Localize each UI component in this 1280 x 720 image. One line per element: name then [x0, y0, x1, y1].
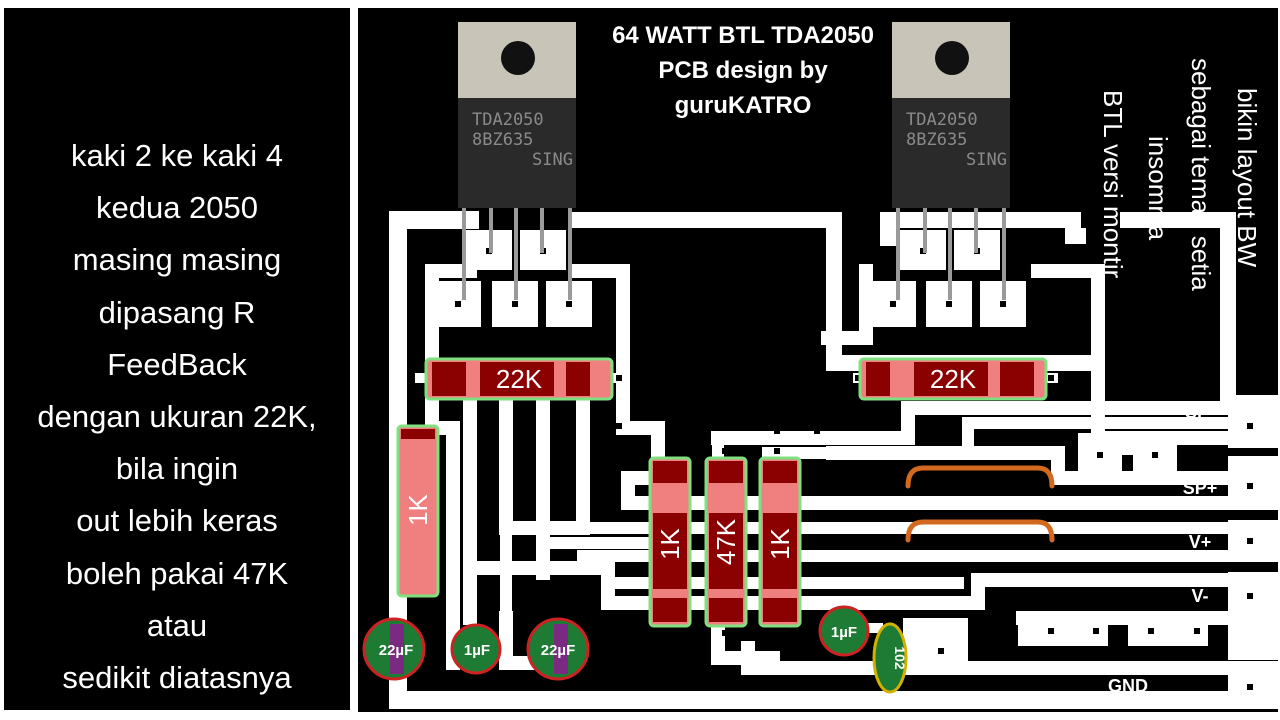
capacitor-1uf-right-label: 1µF — [831, 624, 857, 641]
side-note: BTL versi montir — [1098, 90, 1128, 279]
note-line: bila ingin — [115, 451, 239, 487]
ic-right-code: 8BZ635 — [906, 130, 967, 150]
title-line: PCB design by — [658, 57, 828, 84]
note-line: masing masing — [72, 242, 282, 278]
label-gnd: GND — [1108, 676, 1148, 696]
resistor-feedback-left — [424, 357, 614, 401]
ic-right-part: TDA2050 — [906, 110, 978, 130]
resistor-1k-mid-a — [648, 456, 692, 628]
label-v-plus: V+ — [1189, 532, 1212, 552]
capacitor-22uf-left-label: 22µF — [379, 642, 414, 659]
resistor-47k-label: 47K — [711, 518, 741, 565]
note-line: dengan ukuran 22K, — [37, 399, 317, 435]
label-input: in — [922, 622, 938, 642]
ic-tda2050-right — [892, 22, 1010, 300]
resistor-1k-left — [396, 424, 440, 598]
pcb-layout: TDA2050 8BZ635 SING TDA2050 8BZ635 SING … — [362, 22, 1278, 709]
note-line: out lebih keras — [76, 503, 278, 539]
side-note: bikin layout BW — [1232, 88, 1262, 268]
title-line: 64 WATT BTL TDA2050 — [612, 22, 874, 49]
ic-right-brand: SING — [966, 150, 1007, 170]
note-line: dipasang R — [98, 294, 256, 330]
resistor-feedback-right-label: 22K — [930, 364, 977, 394]
ic-tda2050-left — [458, 22, 576, 300]
capacitor-1uf-left — [450, 623, 502, 675]
label-sp-minus: SP- — [1185, 402, 1215, 422]
note-line: kaki 2 ke kaki 4 — [71, 138, 283, 173]
resistor-1k-mid-a-label: 1K — [655, 527, 685, 559]
side-note: sebagai teman setia — [1186, 58, 1216, 291]
ic-left-brand: SING — [532, 150, 573, 170]
notes-text: kaki 2 ke kaki 4 kedua 2050 masing masin… — [4, 130, 350, 704]
note-line: kedua 2050 — [95, 190, 259, 226]
resistor-1k-left-label: 1K — [403, 493, 433, 525]
capacitor-102 — [872, 622, 908, 694]
note-line: boleh pakai 47K — [65, 555, 289, 591]
resistor-47k — [704, 456, 748, 628]
label-sp-plus: SP+ — [1183, 478, 1218, 498]
ic-left-code: 8BZ635 — [472, 130, 533, 150]
note-line: sedikit diatasnya — [62, 660, 292, 696]
pcb-board: TDA2050 8BZ635 SING TDA2050 8BZ635 SING … — [358, 8, 1278, 712]
jumper-wires — [905, 465, 1055, 543]
resistor-1k-mid-b — [758, 456, 802, 628]
label-v-minus: V- — [1191, 586, 1208, 606]
note-line: atau — [146, 607, 208, 643]
capacitor-22uf-left — [362, 617, 426, 681]
capacitor-102-label: 102 — [892, 646, 908, 670]
note-line: FeedBack — [107, 346, 247, 382]
capacitor-22uf-right — [526, 617, 590, 681]
board-title: 64 WATT BTL TDA2050 PCB design by guruKA… — [583, 18, 903, 123]
capacitor-1uf-left-label: 1µF — [464, 642, 490, 659]
ic-left-part: TDA2050 — [472, 110, 544, 130]
resistor-feedback-left-label: 22K — [496, 364, 543, 394]
notes-panel: kaki 2 ke kaki 4 kedua 2050 masing masin… — [4, 8, 350, 710]
capacitor-1uf-right — [818, 605, 870, 657]
capacitor-22uf-right-label: 22µF — [541, 642, 576, 659]
title-line: guruKATRO — [674, 92, 812, 119]
side-note: insomnia — [1143, 136, 1173, 241]
resistor-1k-mid-b-label: 1K — [765, 527, 795, 559]
resistor-feedback-right — [858, 357, 1048, 401]
